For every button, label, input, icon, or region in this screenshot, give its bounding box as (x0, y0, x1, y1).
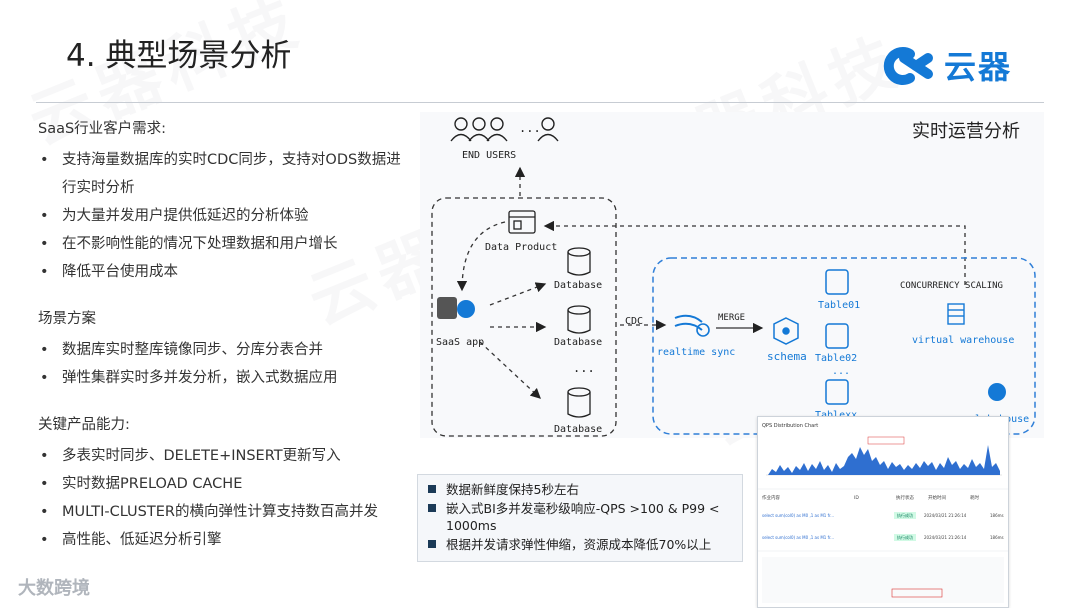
database-label: Database (554, 337, 602, 348)
saas-container (431, 197, 617, 437)
virtual-warehouse-icon (947, 303, 965, 325)
merge-label: MERGE (718, 313, 745, 323)
section-title: 关键产品能力: (38, 417, 130, 433)
status-badge: 执行成功 (897, 534, 913, 540)
list-item: 为大量并发用户提供低延迟的分析体验 (38, 202, 408, 230)
ellipsis-label: ... (519, 121, 541, 135)
database-label: Database (554, 424, 602, 435)
section-title: SaaS行业客户需求: (38, 121, 167, 137)
benefit-item: 根据并发请求弹性伸缩，资源成本降低70%以上 (428, 536, 732, 553)
end-users-icon (450, 117, 559, 142)
flow-arrow (543, 220, 966, 285)
virtual-warehouse-label: virtual warehouse (912, 335, 1014, 346)
list-item: 降低平台使用成本 (38, 258, 408, 286)
list-item: 高性能、低延迟分析引擎 (38, 526, 408, 554)
benefits-box: 数据新鲜度保持5秒左右 嵌入式BI多并发毫秒级响应-QPS >100 & P99… (417, 474, 743, 562)
qps-dashboard-screenshot: QPS Distribution Chart 作业内容 ID 执行状态 开始时间… (757, 416, 1009, 608)
table-header: 作业内容 (762, 494, 780, 501)
benefit-item: 嵌入式BI多并发毫秒级响应-QPS >100 & P99 < 1000ms (428, 500, 732, 534)
bullet-list: 多表实时同步、DELETE+INSERT更新写入 实时数据PRELOAD CAC… (38, 442, 408, 554)
yunqi-logo-icon (883, 47, 933, 85)
bullet-list: 数据库实时整库镜像同步、分库分表合并 弹性集群实时多并发分析，嵌入式数据应用 (38, 336, 408, 392)
panel-title: 实时运营分析 (912, 121, 1020, 142)
logo-text: 云器 (944, 48, 1013, 86)
list-item: 实时数据PRELOAD CACHE (38, 470, 408, 498)
list-item: 支持海量数据库的实时CDC同步，支持对ODS数据进行实时分析 (38, 146, 408, 202)
table-label: Table02 (815, 353, 857, 364)
data-product-icon (508, 210, 536, 234)
schema-icon (773, 317, 799, 345)
page-title: 4. 典型场景分析 (66, 38, 292, 74)
data-product-label: Data Product (485, 242, 557, 253)
benefit-item: 数据新鲜度保持5秒左右 (428, 481, 732, 498)
realtime-sync-icon (674, 314, 710, 337)
database-icon (567, 247, 591, 418)
table-icon (825, 269, 849, 405)
flow-arrow (479, 341, 541, 399)
lakehouse-logo-icon (988, 383, 1006, 401)
table-cell: 186ms (990, 535, 1004, 540)
requirements-column: SaaS行业客户需求: 支持海量数据库的实时CDC同步，支持对ODS数据进行实时… (38, 118, 408, 554)
table-cell: select sum(col0) as M0 ,1 as M1 fr... (762, 535, 834, 540)
title-divider (36, 102, 1044, 103)
chart-title: QPS Distribution Chart (762, 423, 818, 429)
list-item: 弹性集群实时多并发分析，嵌入式数据应用 (38, 364, 408, 392)
architecture-panel (420, 112, 1044, 438)
table-header: 执行状态 (896, 494, 914, 501)
list-item: 数据库实时整库镜像同步、分库分表合并 (38, 336, 408, 364)
list-item: MULTI-CLUSTER的横向弹性计算支持数百高并发 (38, 498, 408, 526)
table-cell: select sum(col0) as M0 ,1 as M1 fr... (762, 513, 834, 518)
table-label: Table01 (818, 300, 860, 311)
table-label: ... (832, 366, 850, 377)
table-header: ID (854, 495, 859, 501)
bullet-list: 支持海量数据库的实时CDC同步，支持对ODS数据进行实时分析 为大量并发用户提供… (38, 146, 408, 286)
ellipsis-label: ... (573, 361, 595, 375)
concurrency-label: CONCURRENCY SCALING (900, 281, 1003, 291)
schema-label: schema (767, 350, 807, 363)
table-label: Tablexx (815, 410, 857, 421)
footer-brand: 大数跨境 (18, 578, 90, 599)
saas-app-label: SaaS app (436, 337, 484, 348)
table-cell: 186ms (990, 513, 1004, 518)
database-label: Database (554, 280, 602, 291)
section-title: 场景方案 (38, 311, 96, 327)
table-header: 开始时间 (928, 494, 946, 501)
saas-app-icon (437, 297, 475, 319)
table-header: 耗时 (970, 494, 979, 501)
cdc-label: CDC (625, 316, 643, 327)
list-item: 在不影响性能的情况下处理数据和用户增长 (38, 230, 408, 258)
flow-arrow (456, 221, 506, 292)
realtime-sync-label: realtime sync (657, 347, 735, 358)
table-cell: 2024/03/21 21:26:14 (924, 535, 967, 540)
end-users-label: END USERS (462, 150, 516, 161)
list-item: 多表实时同步、DELETE+INSERT更新写入 (38, 442, 408, 470)
table-cell: 2024/03/21 21:26:14 (924, 513, 967, 518)
status-badge: 执行成功 (897, 512, 913, 518)
flow-arrow (489, 282, 547, 306)
